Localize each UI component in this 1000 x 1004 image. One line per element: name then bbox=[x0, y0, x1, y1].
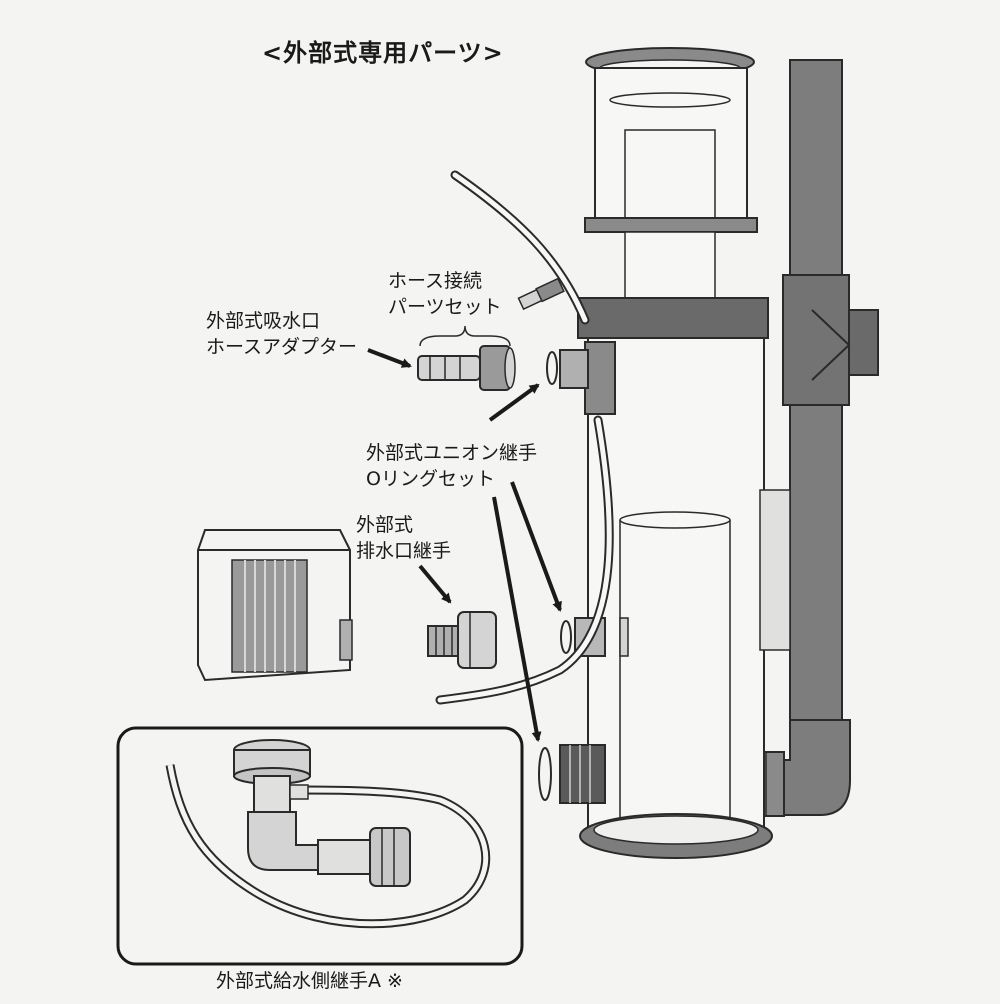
page-title: <外部式専用パーツ> bbox=[262, 39, 504, 67]
return-pipe bbox=[749, 59, 879, 817]
label-intake-adapter-line2: ホースアダプター bbox=[206, 336, 358, 358]
supply-joint-inset bbox=[116, 726, 524, 966]
pump bbox=[197, 529, 353, 682]
label-hose-connect-line2: パーツセット bbox=[388, 296, 502, 318]
skimmer-body bbox=[538, 47, 791, 859]
label-union-oring-line1: 外部式ユニオン継手 bbox=[366, 442, 538, 464]
arrow-union-middle bbox=[510, 481, 562, 612]
air-hose bbox=[435, 170, 614, 705]
arrow-union-lower bbox=[492, 496, 542, 742]
label-union-oring-line2: Oリングセット bbox=[366, 468, 495, 490]
hose-adapter-part bbox=[417, 345, 516, 391]
arrow-drain-joint bbox=[418, 564, 452, 604]
label-intake-adapter-line1: 外部式吸水口 bbox=[206, 310, 321, 332]
arrow-intake-adapter bbox=[367, 348, 412, 368]
hose-connect-brace bbox=[419, 325, 511, 347]
arrow-union-upper bbox=[488, 383, 540, 422]
label-drain-joint-line1: 外部式 bbox=[356, 514, 414, 536]
label-hose-connect-line1: ホース接続 bbox=[388, 270, 483, 292]
label-supply-joint: 外部式給水側継手A ※ bbox=[216, 970, 403, 992]
drain-joint-part bbox=[427, 611, 497, 669]
label-drain-joint-line2: 排水口継手 bbox=[356, 540, 452, 562]
pointer-arrows bbox=[367, 348, 562, 742]
